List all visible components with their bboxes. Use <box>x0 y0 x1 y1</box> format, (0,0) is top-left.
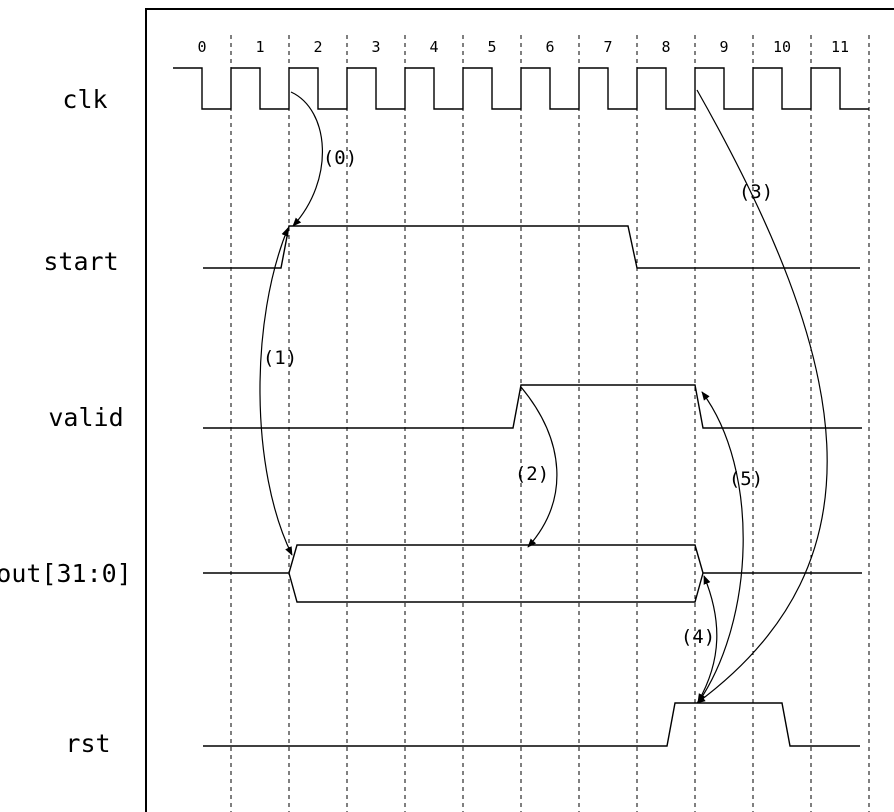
cycle-labels: 0 1 2 3 4 5 6 7 8 9 10 11 <box>197 38 849 56</box>
arrow-label-1: (1) <box>263 347 297 369</box>
arrow-3 <box>696 89 828 704</box>
clk-waveform <box>173 67 869 110</box>
arrow-label-0: (0) <box>323 147 357 169</box>
arrow-label-3: (3) <box>739 181 773 203</box>
arrow-2 <box>520 386 558 548</box>
cycle-label-9: 9 <box>719 38 728 56</box>
valid-waveform <box>203 384 862 429</box>
signal-label-valid: valid <box>48 403 123 432</box>
cycle-label-0: 0 <box>197 38 206 56</box>
arrow-4 <box>697 575 718 703</box>
out-bus-waveform <box>203 544 862 603</box>
cycle-label-10: 10 <box>773 38 791 56</box>
cycle-label-4: 4 <box>429 38 438 56</box>
cycle-label-2: 2 <box>313 38 322 56</box>
arrow-label-2: (2) <box>515 463 549 485</box>
signal-label-out: out[31:0] <box>0 559 132 588</box>
signal-label-rst: rst <box>65 729 110 758</box>
diagram-frame <box>145 8 894 812</box>
out-bus-lower <box>288 572 704 603</box>
cycle-label-1: 1 <box>255 38 264 56</box>
arrow-5 <box>697 391 744 704</box>
cycle-label-8: 8 <box>661 38 670 56</box>
arrow-labels: (0) (1) (2) (3) (4) (5) <box>263 147 773 648</box>
cycle-gridlines <box>230 35 870 812</box>
rst-waveform <box>203 702 860 747</box>
cycle-label-5: 5 <box>487 38 496 56</box>
signal-label-start: start <box>43 247 118 276</box>
arrow-label-5: (5) <box>729 468 763 490</box>
arrow-0 <box>290 91 323 227</box>
start-waveform <box>203 225 860 269</box>
cycle-label-3: 3 <box>371 38 380 56</box>
cycle-label-11: 11 <box>831 38 849 56</box>
signal-label-clk: clk <box>62 85 107 114</box>
out-bus-upper <box>203 544 862 574</box>
signal-labels: clk start valid out[31:0] rst <box>0 85 132 758</box>
arrow-label-4: (4) <box>681 626 715 648</box>
arrow-1 <box>259 227 293 556</box>
cycle-label-6: 6 <box>545 38 554 56</box>
cycle-label-7: 7 <box>603 38 612 56</box>
